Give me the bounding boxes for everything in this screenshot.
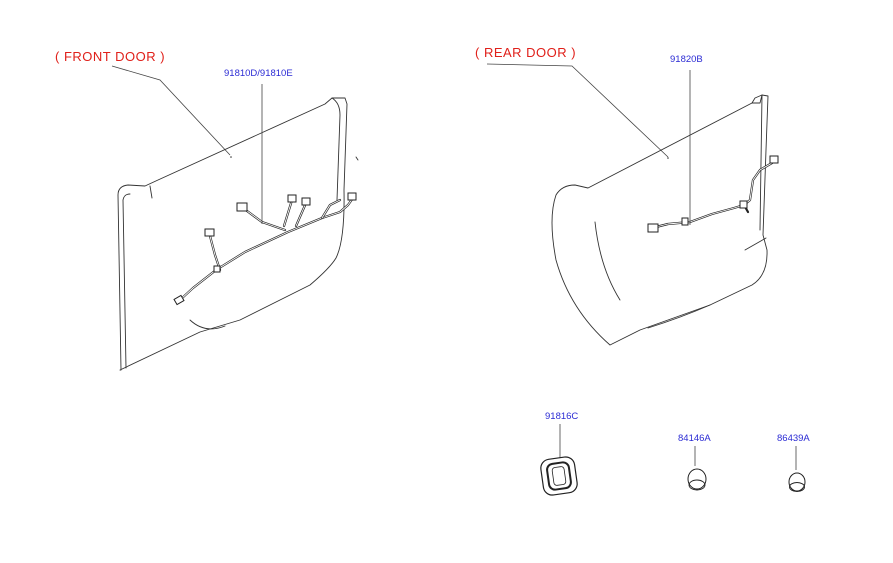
plug-b-code: 86439A (777, 433, 810, 444)
plug-a-shape (687, 468, 707, 491)
grommet-part: 91816C (540, 411, 578, 496)
front-door-group: ( FRONT DOOR ) (55, 49, 359, 371)
front-door-label: ( FRONT DOOR ) (55, 49, 165, 64)
front-door-leader (111, 65, 231, 156)
plug-84146a-part: 84146A (678, 433, 711, 491)
rear-door-group: ( REAR DOOR ) 91820B (475, 45, 779, 346)
rear-door-label: ( REAR DOOR ) (475, 45, 576, 60)
grommet-code: 91816C (545, 411, 578, 422)
rear-wiring-harness (647, 155, 779, 233)
rear-door-panel (551, 94, 769, 346)
plug-86439a-part: 86439A (777, 433, 810, 492)
front-wiring-harness (173, 192, 357, 306)
front-door-panel (117, 97, 359, 371)
front-harness-code: 91810D/91810E (224, 68, 293, 79)
plug-b-shape (788, 472, 806, 492)
grommet-shape (540, 456, 578, 496)
rear-door-leader (486, 63, 669, 158)
rear-harness-code: 91820B (670, 54, 703, 65)
plug-a-code: 84146A (678, 433, 711, 444)
